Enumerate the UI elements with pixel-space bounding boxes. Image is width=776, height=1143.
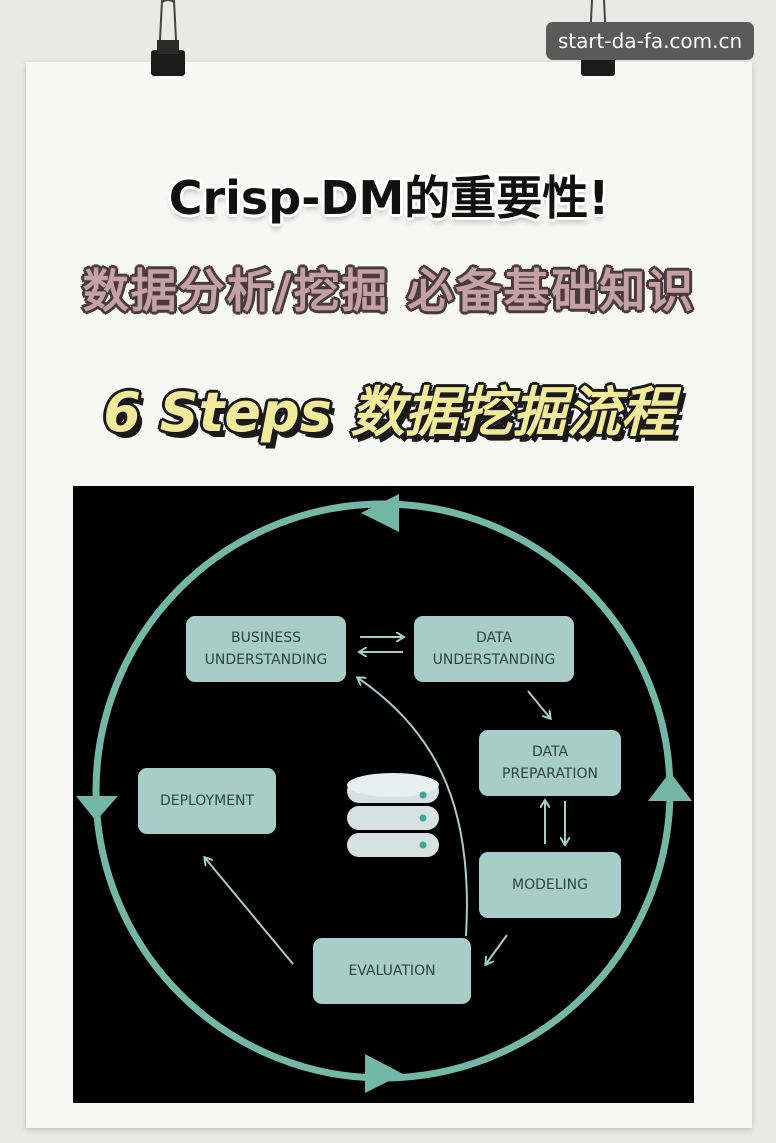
step-business-understanding: BUSINESS UNDERSTANDING bbox=[186, 616, 346, 682]
step-deployment: DEPLOYMENT bbox=[138, 768, 276, 834]
watermark-badge: start-da-fa.com.cn bbox=[546, 22, 754, 60]
step-business-understanding-label: BUSINESS UNDERSTANDING bbox=[204, 630, 328, 668]
cycle-arrow-right bbox=[648, 772, 692, 801]
step-modeling-label: MODELING bbox=[512, 877, 588, 893]
arrow-modeling-to-evaluation bbox=[486, 934, 508, 964]
subtitle-six-steps: 6 Steps 数据挖掘流程 bbox=[103, 381, 675, 444]
binder-clip-left-icon bbox=[151, 0, 185, 76]
arrow-du-to-dp bbox=[527, 690, 550, 718]
cycle-arrow-top bbox=[361, 494, 399, 532]
cycle-arrow-left bbox=[76, 796, 118, 821]
database-icon bbox=[347, 773, 439, 857]
arrow-evaluation-to-bu bbox=[358, 678, 468, 937]
title-crisp-dm: Crisp-DM的重要性! bbox=[168, 171, 610, 225]
step-data-preparation: DATA PREPARATION bbox=[479, 730, 621, 796]
step-deployment-label: DEPLOYMENT bbox=[159, 793, 255, 809]
step-data-understanding-label: DATA UNDERSTANDING bbox=[432, 630, 556, 668]
step-data-understanding: DATA UNDERSTANDING bbox=[414, 616, 574, 682]
arrow-evaluation-to-deployment bbox=[205, 858, 294, 965]
step-evaluation: EVALUATION bbox=[313, 938, 471, 1004]
step-data-preparation-label: DATA PREPARATION bbox=[502, 744, 598, 782]
cycle-arrow-bottom bbox=[365, 1054, 403, 1093]
subtitle-knowledge: 数据分析/挖掘 必备基础知识 bbox=[82, 264, 696, 318]
crisp-dm-diagram: BUSINESS UNDERSTANDING DATA UNDERSTANDIN… bbox=[73, 486, 694, 1103]
step-evaluation-label: EVALUATION bbox=[348, 963, 436, 979]
step-modeling: MODELING bbox=[479, 852, 621, 918]
diagram-connectors bbox=[76, 494, 692, 1093]
